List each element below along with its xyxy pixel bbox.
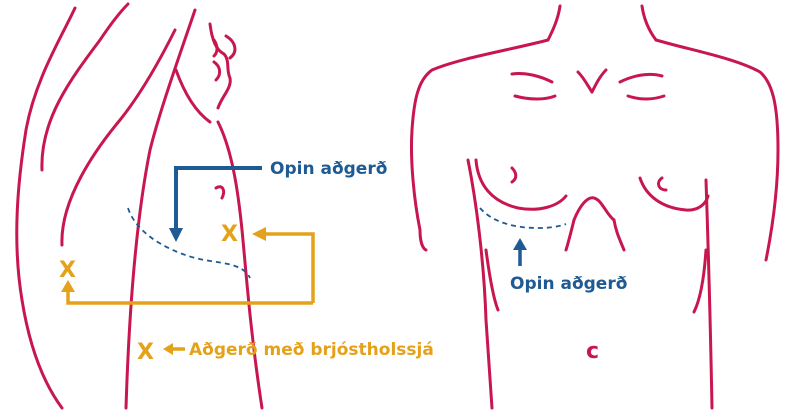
front-view-figure: Opin aðgerð c [411, 6, 778, 408]
thoracoscopy-port-marker-lower: X [137, 340, 154, 365]
thoracoscopy-legend-arrowhead [163, 343, 173, 355]
front-view-open-surgery-arrow [513, 238, 527, 266]
side-view-open-surgery-arrow [169, 168, 262, 242]
thoracoscopy-port-marker-left: X [59, 258, 76, 283]
thoracoscopy-arrowhead-upper [252, 227, 266, 241]
side-view-open-surgery-label: Opin aðgerð [270, 159, 387, 179]
thoracoscopy-arrows [68, 234, 313, 303]
thoracoscopy-port-marker-upper: X [221, 222, 238, 247]
panel-letter: c [586, 339, 599, 364]
thoracoscopy-label: Aðgerð með brjóstholssjá [189, 340, 434, 360]
side-view-figure: Opin aðgerð X X X Aðgerð með brjóstholss… [17, 4, 434, 408]
front-view-open-surgery-label: Opin aðgerð [510, 274, 627, 294]
front-view-open-incision [480, 208, 566, 228]
